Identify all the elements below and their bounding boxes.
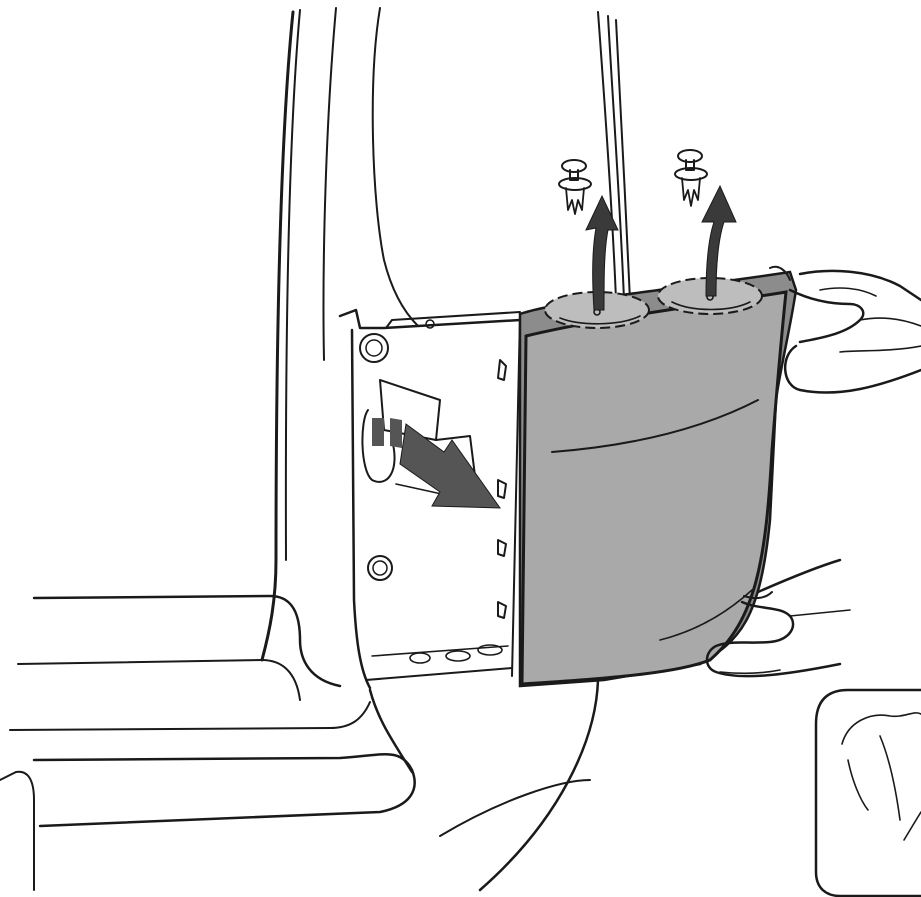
push-clip-icon-left <box>559 160 591 214</box>
inset-detail <box>816 690 921 896</box>
hand-upper-right <box>785 271 921 393</box>
cavity-hole-upper <box>360 334 388 362</box>
lower-body <box>0 596 598 890</box>
push-clip-icon-right <box>675 150 707 206</box>
cavity-hole-lower <box>368 556 392 580</box>
taillight-cover-panel <box>520 267 796 686</box>
